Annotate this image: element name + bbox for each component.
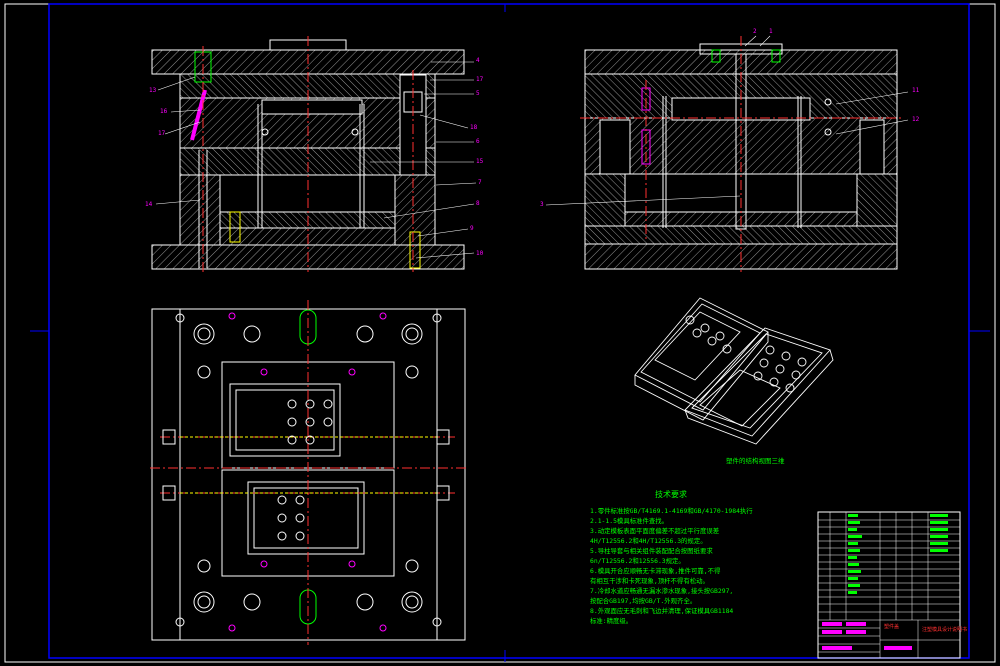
callout-7: 7 [478,179,482,186]
plan-view [150,300,468,645]
callout-2: 2 [753,28,757,35]
product-caption: 塑件的结构视图三维 [726,457,785,465]
callout-14: 14 [145,201,153,208]
tech-note: 8.外观面应无毛刺和飞边并清理,保证模具GB1184 [590,607,734,615]
callout-10: 10 [476,250,484,257]
tech-note: 6n/T12556.2和12556.3规定。 [590,557,685,565]
side-section-view [545,35,909,272]
callout-16: 16 [160,108,168,115]
callout-3: 3 [540,201,544,208]
callout-17: 17 [476,76,484,83]
title-block [817,511,961,659]
tech-note: 5.导柱导套与相关组件装配配合按图纸要求 [590,547,713,555]
sheet-border [4,3,996,663]
callout-11: 11 [912,87,920,94]
tech-note: 6.模具开合应顺畅无卡滞现象,推件可靠,不得 [590,567,721,575]
tech-note: 2.1-1.5模具标准件查找。 [590,517,669,525]
callout-17b: 17 [158,130,166,137]
tech-note: 按配合GB197,均按GB/T.外观齐全。 [590,597,697,605]
tech-note: 标准:精度级。 [590,617,633,625]
tech-requirements-title: 技术要求 [655,490,687,499]
callout-12: 12 [912,116,920,123]
tech-note: 7.冷却水道应畅通无漏水渗水现象,接头按GB297, [590,587,734,595]
callout-9: 9 [470,225,474,232]
school-name: 注塑模具设计说明书 [922,627,968,633]
tech-note: 有相互干涉和卡死现象,顶杆不得有松动。 [590,577,709,585]
drawing-name: 塑件盖 [884,624,900,630]
callout-15: 15 [476,158,484,165]
tech-note: 4H/T12556.2和4H/T12556.3的规定。 [590,537,707,545]
callout-5: 5 [476,90,480,97]
tech-note: 3.动定模板表面平面度偏差不超过平行度误差 [590,527,720,535]
callout-6: 6 [476,138,480,145]
product-iso-view [634,297,834,445]
tech-note: 1.零件标准按GB/T4169.1-4169和GB/4170-1984执行 [590,507,753,515]
callout-18: 18 [470,124,478,131]
callout-4: 4 [476,57,480,64]
callout-8: 8 [476,200,480,207]
callout-1: 1 [769,28,773,35]
front-section-view [151,36,477,272]
callout-13: 13 [149,87,157,94]
